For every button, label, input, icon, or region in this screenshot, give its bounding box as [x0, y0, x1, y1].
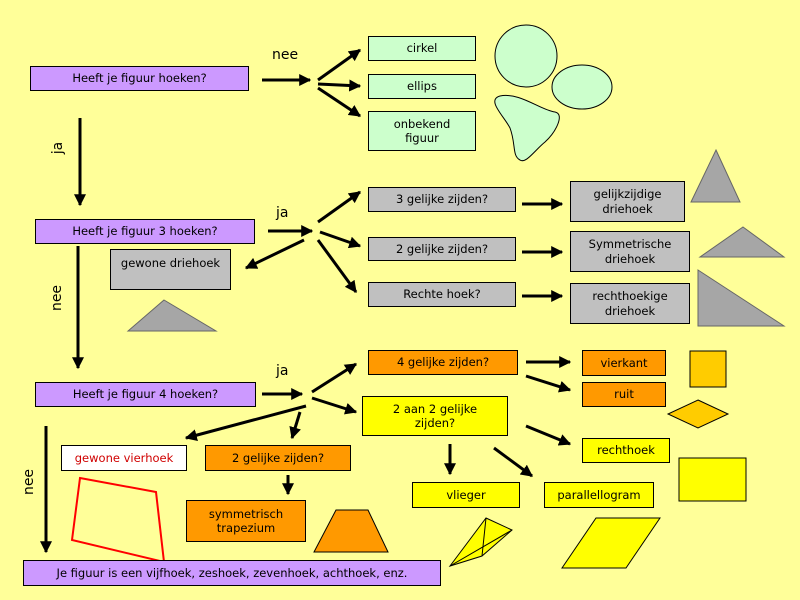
- result-gewone-vierhoek: gewone vierhoek: [61, 445, 187, 471]
- result-vlieger: vlieger: [412, 482, 520, 508]
- result-vierkant: vierkant: [582, 350, 666, 376]
- result-gewone-driehoek: gewone driehoek: [110, 249, 231, 290]
- arrow-ruit: [525, 374, 572, 393]
- circle-shape: [494, 24, 558, 88]
- isosceles-triangle-shape: [698, 226, 786, 258]
- equilateral-triangle-shape: [690, 148, 741, 203]
- check-2-equal-sides-quad: 2 gelijke zijden?: [205, 445, 351, 471]
- blob-shape: [494, 94, 560, 162]
- result-symmetrisch-trapezium: symmetrisch trapezium: [186, 500, 306, 542]
- label-nee-2: nee: [49, 284, 66, 312]
- arrow-onbekend: [317, 86, 361, 118]
- right-triangle-shape: [697, 269, 786, 327]
- result-gelijkzijdige-driehoek: gelijkzijdige driehoek: [570, 181, 685, 222]
- rectangle-shape: [678, 457, 747, 502]
- ellipse-shape: [551, 64, 613, 110]
- result-ruit: ruit: [582, 382, 666, 407]
- result-rechthoekige-driehoek: rechthoekige driehoek: [570, 283, 690, 324]
- trapezium-shape: [313, 509, 389, 553]
- label-nee-3: nee: [21, 468, 38, 496]
- result-onbekend-figuur: onbekend figuur: [368, 111, 476, 151]
- kite-diagonal-1: [481, 517, 487, 557]
- check-right-angle: Rechte hoek?: [368, 282, 516, 307]
- conclusion-polygon: Je figuur is een vijfhoek, zeshoek, zeve…: [23, 560, 441, 586]
- irregular-quad-shape: [70, 476, 166, 564]
- arrow-recht: [316, 239, 358, 293]
- arrow-parallellogram: [493, 446, 533, 478]
- arrow-4gelijk: [311, 362, 358, 394]
- parallelogram-shape: [561, 517, 661, 569]
- result-cirkel: cirkel: [368, 36, 476, 61]
- arrow-2gelijk: [319, 230, 362, 249]
- label-ja-1: ja: [50, 141, 67, 155]
- result-rechthoek: rechthoek: [582, 438, 670, 463]
- check-2-pairs-equal-sides: 2 aan 2 gelijke zijden?: [362, 396, 508, 436]
- question-corners: Heeft je figuur hoeken?: [30, 66, 249, 91]
- rhombus-shape: [666, 399, 730, 429]
- check-2-equal-sides: 2 gelijke zijden?: [368, 237, 516, 261]
- arrow-3gelijk: [317, 190, 361, 224]
- kite-shape: [448, 517, 513, 567]
- arrow-2gelijk-quad: [289, 411, 302, 440]
- result-parallellogram: parallellogram: [544, 482, 654, 508]
- question-4-corners: Heeft je figuur 4 hoeken?: [35, 382, 256, 407]
- check-3-equal-sides: 3 gelijke zijden?: [368, 187, 516, 212]
- result-symmetrische-driehoek: Symmetrische driehoek: [570, 231, 690, 272]
- arrow-ellips: [317, 79, 362, 92]
- square-shape: [689, 350, 727, 388]
- question-3-corners: Heeft je figuur 3 hoeken?: [35, 219, 255, 244]
- kite-diagonal-2: [449, 529, 513, 567]
- result-ellips: ellips: [368, 74, 476, 99]
- arrow-rechthoek: [525, 424, 572, 446]
- scalene-triangle-shape: [126, 299, 218, 332]
- arrow-2aan2: [311, 396, 358, 415]
- label-ja-2: ja: [276, 205, 289, 221]
- label-nee-1: nee: [272, 47, 299, 63]
- arrow-cirkel: [317, 48, 361, 82]
- arrow-gewone-vierhoek: [184, 404, 307, 442]
- arrow-gewone-driehoek: [244, 238, 305, 270]
- label-ja-3: ja: [276, 363, 289, 379]
- check-4-equal-sides: 4 gelijke zijden?: [368, 350, 518, 375]
